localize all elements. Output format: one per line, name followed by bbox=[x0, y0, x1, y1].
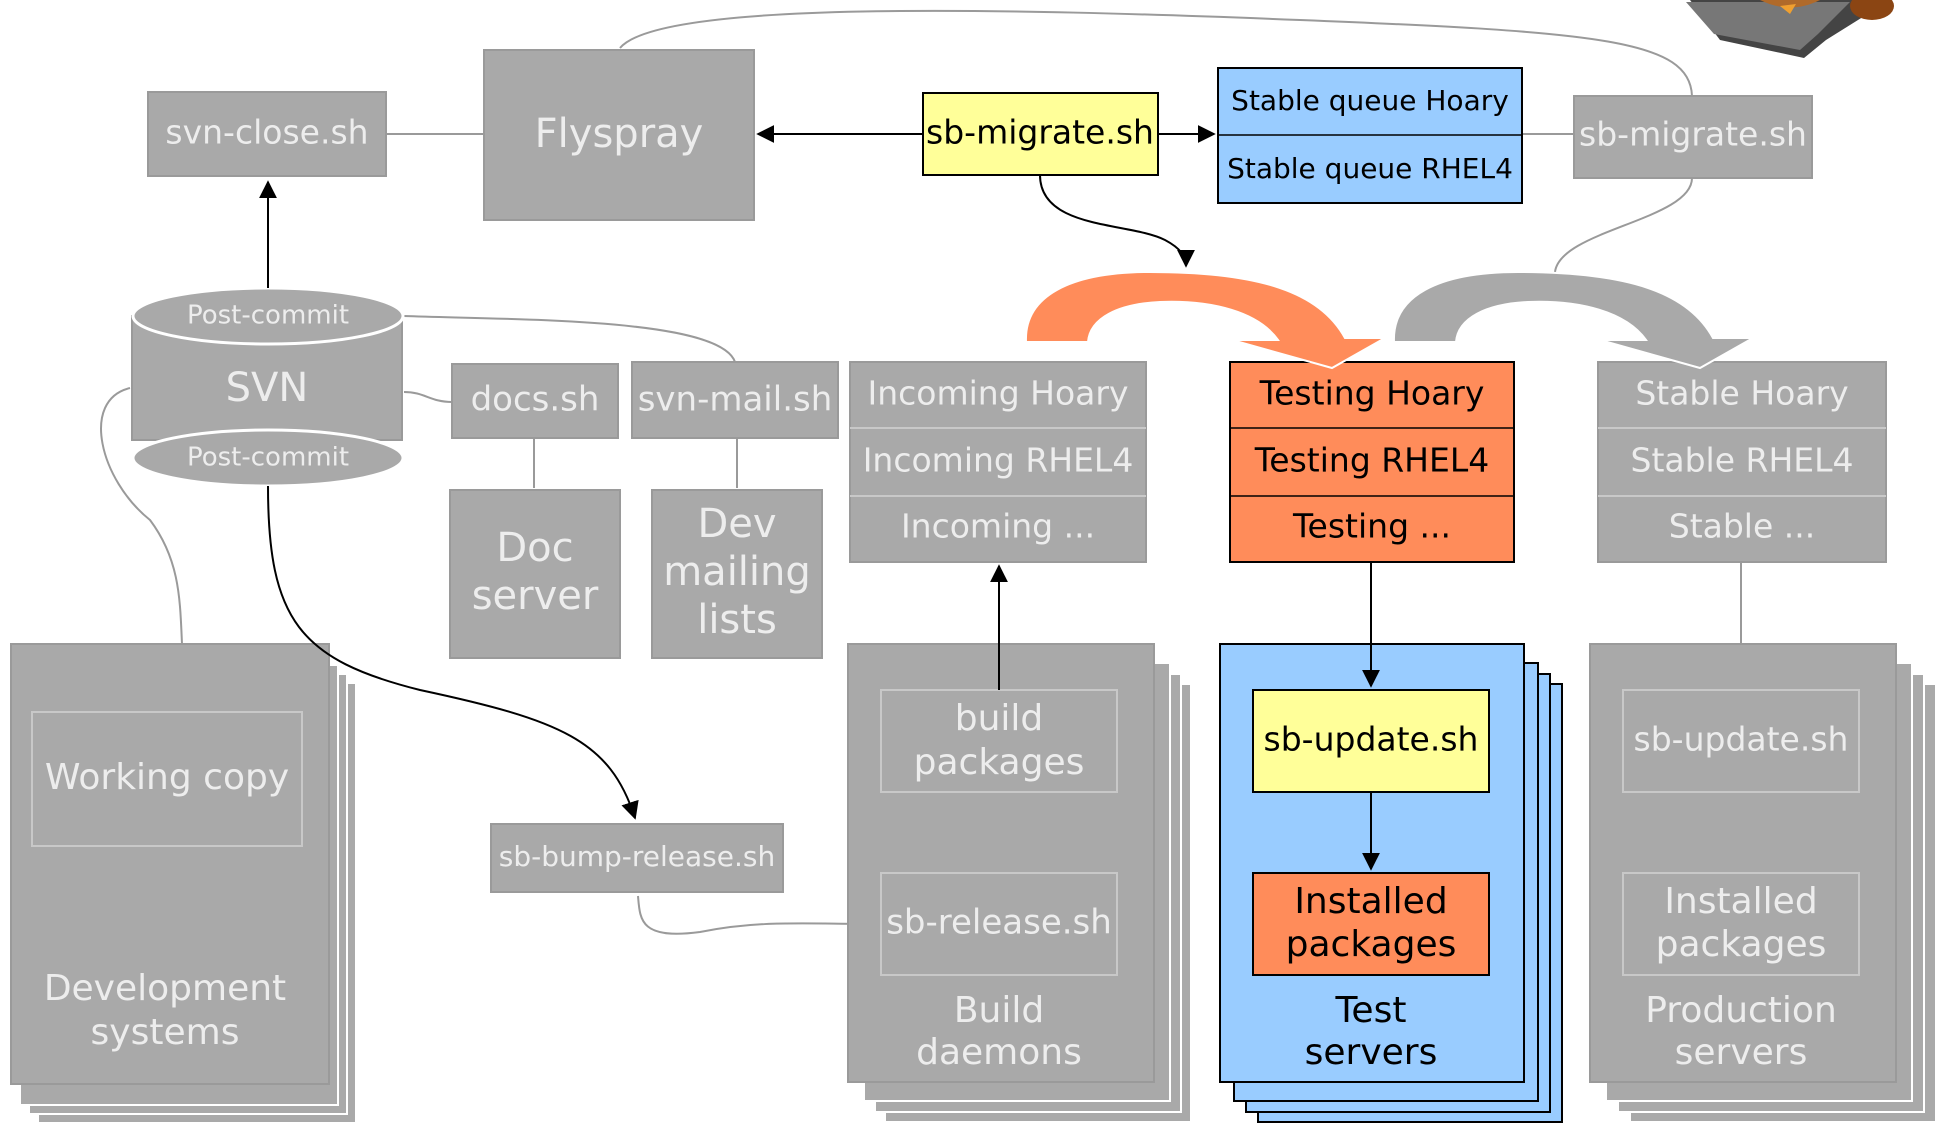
test-update-label: sb-update.sh bbox=[1264, 720, 1479, 759]
stable-queue-rhel4: Stable queue RHEL4 bbox=[1227, 152, 1513, 185]
build-packages-line1: build bbox=[955, 698, 1044, 739]
sb-bump-release-label: sb-bump-release.sh bbox=[499, 840, 775, 873]
build-daemons-stack: build packages sb-release.sh Build daemo… bbox=[847, 643, 1192, 1123]
build-packages-box bbox=[880, 689, 1118, 793]
docs-sh-label: docs.sh bbox=[471, 380, 600, 420]
testing-rhel4: Testing RHEL4 bbox=[1254, 441, 1489, 480]
post-commit-top-label: Post-commit bbox=[187, 301, 349, 331]
dev-systems-line2: systems bbox=[91, 1012, 240, 1053]
build-daemons-line2: daemons bbox=[916, 1032, 1082, 1073]
doc-server-line2: server bbox=[472, 573, 599, 619]
svn-to-svn-mail-curve bbox=[403, 315, 736, 363]
svn-mail-node: svn-mail.sh bbox=[631, 361, 839, 439]
incoming-queue-node: Incoming Hoary Incoming RHEL4 Incoming .… bbox=[849, 361, 1147, 563]
dev-lists-node: Dev mailing lists bbox=[651, 489, 823, 659]
migrate-to-testing-arrow bbox=[1039, 174, 1195, 268]
sb-migrate-active-label: sb-migrate.sh bbox=[926, 113, 1154, 152]
dev-systems-line1: Development bbox=[44, 968, 286, 1009]
test-installed-box bbox=[1252, 872, 1490, 976]
build-daemons-line1: Build bbox=[954, 990, 1044, 1031]
working-copy-box bbox=[31, 711, 303, 847]
svn-mail-label: svn-mail.sh bbox=[638, 380, 833, 420]
flyspray-to-sb-migrate-gray-curve bbox=[619, 9, 1693, 97]
incoming-rhel4: Incoming RHEL4 bbox=[863, 441, 1134, 480]
build-packages-line2: packages bbox=[914, 742, 1085, 783]
svn-label: SVN bbox=[226, 365, 309, 411]
prod-servers-line1: Production bbox=[1645, 990, 1837, 1031]
incoming-more: Incoming ... bbox=[901, 507, 1095, 546]
test-installed-line2: packages bbox=[1286, 924, 1457, 965]
svn-close-label: svn-close.sh bbox=[165, 113, 368, 152]
prod-update-label: sb-update.sh bbox=[1634, 720, 1849, 759]
working-copy-label: Working copy bbox=[45, 757, 289, 798]
sb-migrate-active-node: sb-migrate.sh bbox=[922, 92, 1159, 176]
svn-to-dev-systems-curve bbox=[100, 387, 183, 645]
svn-to-docs-curve bbox=[403, 391, 453, 403]
stable-queue-node: Stable queue Hoary Stable queue RHEL4 bbox=[1217, 67, 1523, 204]
doc-server-line1: Doc bbox=[496, 525, 573, 571]
prod-servers-stack: sb-update.sh Installed packages Producti… bbox=[1589, 643, 1937, 1123]
testing-queue-node: Testing Hoary Testing RHEL4 Testing ... bbox=[1229, 361, 1515, 563]
incoming-to-testing-curved-arrow bbox=[1024, 270, 1389, 370]
prod-installed-line1: Installed bbox=[1664, 881, 1817, 922]
stable-rhel4: Stable RHEL4 bbox=[1631, 441, 1854, 480]
stable-queue-releases-node: Stable Hoary Stable RHEL4 Stable ... bbox=[1597, 361, 1887, 563]
svn-node: SVN Post-commit Post-commit bbox=[131, 286, 405, 488]
dev-lists-line1: Dev bbox=[697, 501, 776, 547]
flyspray-label: Flyspray bbox=[535, 111, 704, 157]
sb-migrate-gray-to-gray-arrow-curve bbox=[1554, 177, 1693, 273]
dev-systems-stack: Working copy Development systems bbox=[10, 643, 357, 1123]
testing-more: Testing ... bbox=[1292, 507, 1451, 546]
flyspray-node: Flyspray bbox=[483, 49, 755, 221]
release-to-bump-curve bbox=[637, 895, 882, 935]
mascot-keyboard-image bbox=[1614, 0, 1894, 58]
post-commit-to-bump-release-arrow bbox=[267, 485, 639, 820]
doc-server-node: Doc server bbox=[449, 489, 621, 659]
test-update-box bbox=[1252, 689, 1490, 793]
black-arrows bbox=[259, 125, 1380, 871]
test-installed-line1: Installed bbox=[1294, 881, 1447, 922]
docs-sh-node: docs.sh bbox=[451, 363, 619, 439]
sb-bump-release-node: sb-bump-release.sh bbox=[490, 823, 784, 893]
incoming-hoary: Incoming Hoary bbox=[868, 374, 1129, 413]
stable-more: Stable ... bbox=[1669, 507, 1816, 546]
prod-installed-box bbox=[1622, 872, 1860, 976]
svn-close-node: svn-close.sh bbox=[147, 91, 387, 177]
post-commit-bottom-label: Post-commit bbox=[187, 443, 349, 473]
stable-hoary: Stable Hoary bbox=[1635, 374, 1848, 413]
sb-migrate-gray-label: sb-migrate.sh bbox=[1579, 115, 1807, 154]
dev-lists-line2: mailing bbox=[663, 549, 811, 595]
test-servers-stack: sb-update.sh Installed packages Test ser… bbox=[1219, 643, 1563, 1123]
testing-to-stable-curved-arrow bbox=[1392, 270, 1757, 370]
testing-hoary: Testing Hoary bbox=[1259, 374, 1485, 413]
stable-queue-hoary: Stable queue Hoary bbox=[1231, 84, 1509, 117]
dev-lists-line3: lists bbox=[697, 597, 777, 643]
prod-installed-line2: packages bbox=[1656, 924, 1827, 965]
prod-update-box bbox=[1622, 689, 1860, 793]
test-servers-line1: Test bbox=[1335, 990, 1407, 1031]
test-servers-line2: servers bbox=[1305, 1032, 1438, 1073]
sb-migrate-gray-node: sb-migrate.sh bbox=[1573, 95, 1813, 179]
prod-servers-line2: servers bbox=[1675, 1032, 1808, 1073]
sb-release-box bbox=[880, 872, 1118, 976]
sb-release-label: sb-release.sh bbox=[886, 903, 1112, 943]
